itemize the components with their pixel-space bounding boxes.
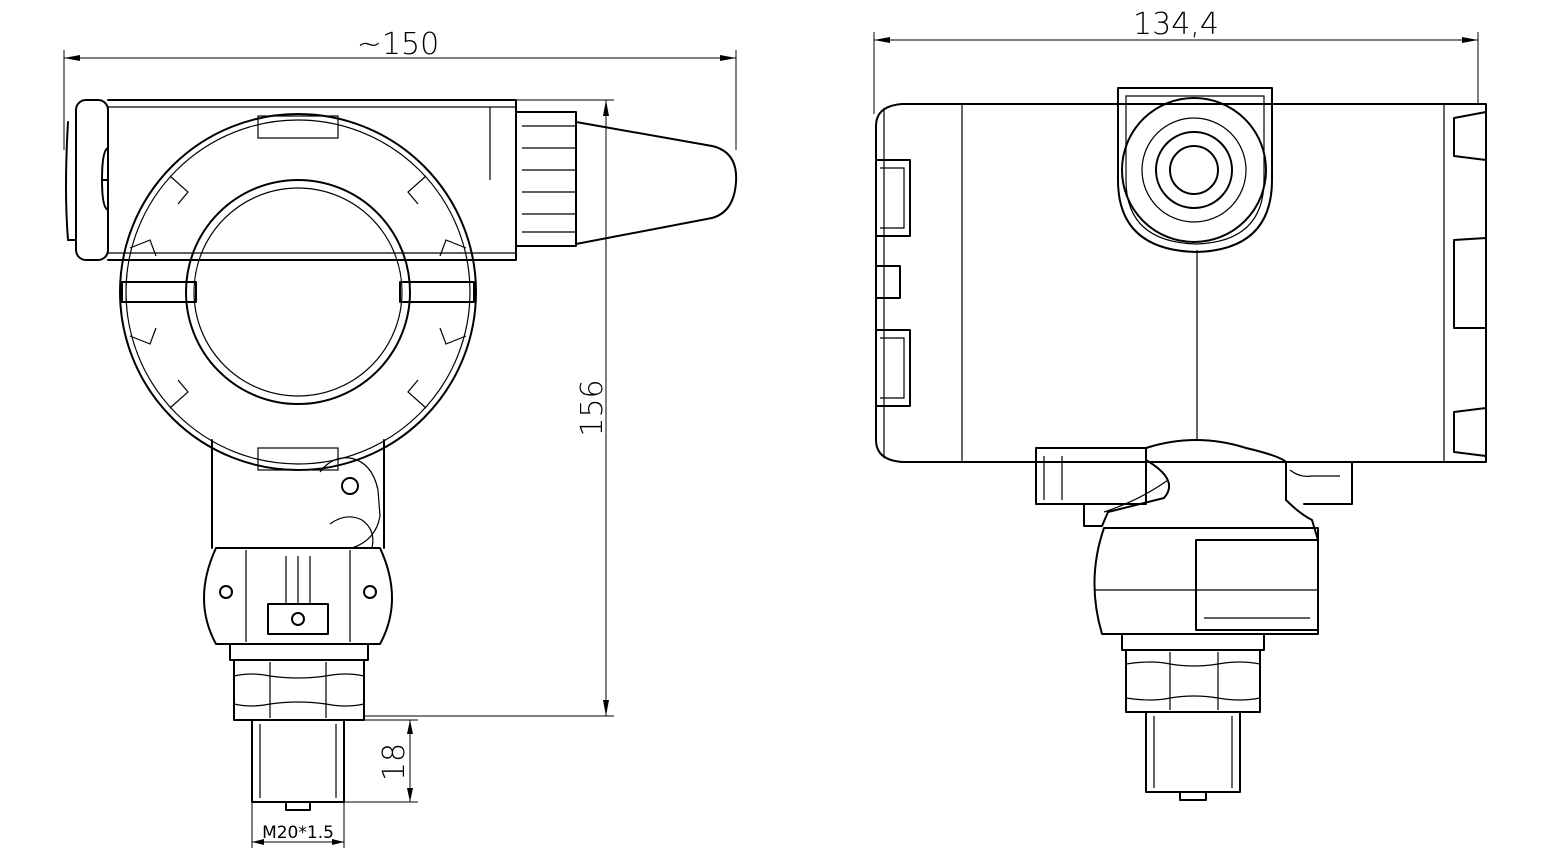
- front-sensor-body: [203, 547, 393, 645]
- dimension-side-width: 134,4: [1133, 7, 1219, 42]
- dimension-front-width: ~150: [357, 27, 439, 62]
- side-port-boss: [1117, 87, 1273, 253]
- fitting-length-dimension: 18: [344, 719, 418, 803]
- front-view: ~150 156 18 M20*1.5: [63, 27, 738, 848]
- side-sensor-body: [1093, 527, 1319, 635]
- dimension-front-height: 156: [575, 379, 610, 436]
- front-round-cover: [119, 113, 477, 471]
- thread-dimension: M20*1.5: [251, 802, 345, 848]
- side-view: 134,4: [873, 7, 1487, 801]
- dimension-thread: M20*1.5: [262, 823, 334, 843]
- side-process-connection: [1121, 633, 1265, 801]
- front-cable-gland: [515, 111, 738, 247]
- front-process-connection: [229, 643, 369, 811]
- front-neck: [211, 439, 385, 549]
- front-top-housing: [65, 99, 517, 261]
- side-neck: [1035, 439, 1353, 541]
- front-width-dimension: ~150: [63, 27, 737, 150]
- side-housing: [875, 103, 1487, 463]
- dimension-fitting-length: 18: [377, 743, 412, 781]
- side-width-dimension: 134,4: [873, 7, 1479, 114]
- front-height-dimension: 156: [364, 99, 614, 717]
